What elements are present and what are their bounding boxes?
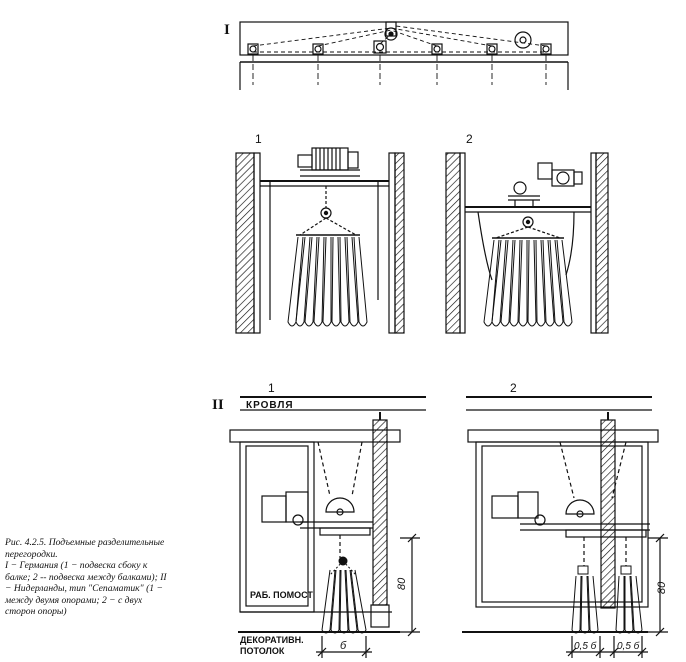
view-I-2	[445, 152, 609, 334]
curtain-fan	[321, 556, 367, 634]
caption-line: между двумя опорами; 2 − с двух	[5, 594, 143, 606]
roof-label: КРОВЛЯ	[246, 400, 294, 411]
view-number-I-1: 1	[255, 132, 262, 146]
deco-ceiling-label-line2: ПОТОЛОК	[240, 646, 285, 656]
view-number-I-2: 2	[466, 132, 473, 146]
section-label-I: I	[224, 22, 230, 38]
caption-line: − Нидерланды, тип "Сепаматик" (1 −	[5, 583, 163, 594]
caption-line: перегородки.	[5, 548, 58, 560]
section-label-II: II	[212, 397, 224, 413]
work-platform-label: РАБ. ПОМОСТ	[250, 590, 313, 600]
caption-line: I − Германия (1 − подвеска сбоку к	[5, 560, 148, 571]
width-dim-left: б	[340, 640, 347, 652]
height-dim-left: 80	[396, 577, 408, 590]
view-II-1	[229, 396, 426, 658]
view-number-II-1: 1	[268, 381, 275, 395]
width-dim-right-a: 0,5 б	[574, 640, 597, 652]
caption-line: Рис. 4.2.5. Подъемные разделительные	[5, 537, 165, 548]
view-II-2	[462, 396, 668, 658]
motor-unit-2	[508, 162, 583, 207]
width-dim-right-b: 0,5 б	[617, 640, 640, 652]
deco-ceiling-label-line1: ДЕКОРАТИВН.	[240, 635, 304, 645]
plan-view-top	[239, 21, 569, 90]
caption-line: сторон опоры)	[5, 606, 67, 617]
height-dim-right: 80	[656, 581, 668, 594]
view-number-II-2: 2	[510, 381, 517, 395]
caption-line: балке; 2 -- подвеска между балками); II	[5, 571, 167, 583]
view-I-1	[235, 147, 405, 334]
curtain-folds-2	[483, 237, 573, 327]
figure-caption: Рис. 4.2.5. Подъемные разделительные пер…	[5, 537, 205, 618]
curtain-folds	[287, 234, 368, 327]
drive-unit	[261, 491, 373, 536]
drive-unit-2	[491, 491, 650, 538]
motor-unit	[297, 147, 360, 177]
